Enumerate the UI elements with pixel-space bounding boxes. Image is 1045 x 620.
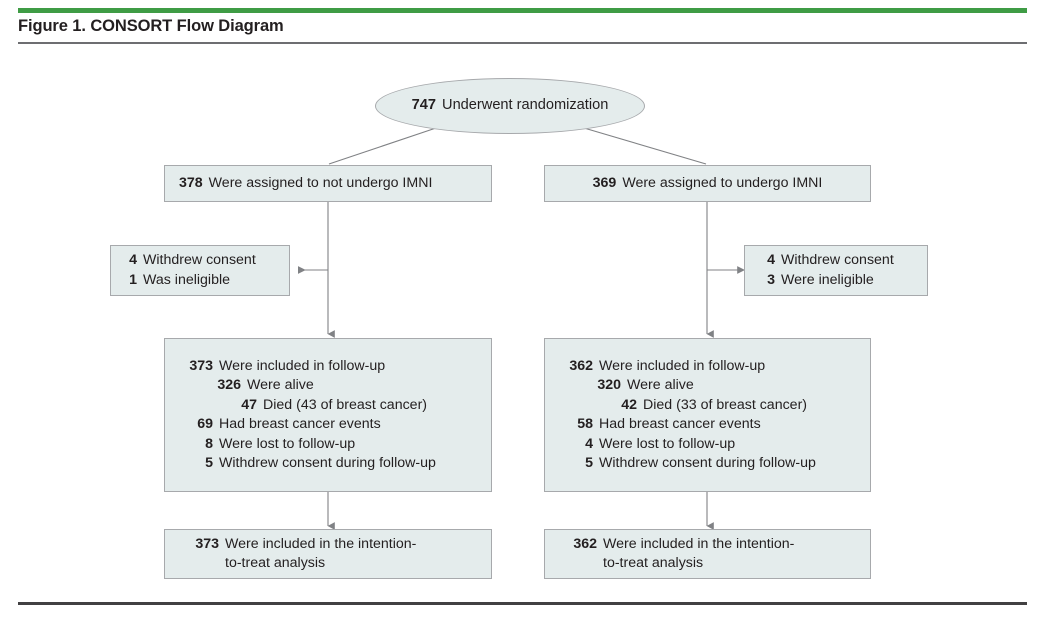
- node-right-assigned: 369 Were assigned to undergo IMNI: [544, 165, 871, 202]
- left-followup-count-4: 69: [197, 416, 213, 432]
- figure-title: Figure 1. CONSORT Flow Diagram: [18, 17, 284, 35]
- left-followup-label-3: Died (43 of breast cancer): [263, 396, 428, 413]
- left-analysis-label-line1: Were included in the intention-: [225, 535, 417, 552]
- right-exclusion-label-2: Were ineligible: [781, 271, 874, 288]
- node-left-analysis: 373 Were included in the intention- to-t…: [164, 529, 492, 579]
- left-exclusion-count-2: 1: [129, 271, 137, 288]
- line-randomization-to-left-arm: [328, 127, 437, 165]
- right-followup-row: 58 Had breast cancer events: [563, 415, 870, 435]
- left-followup-count-1: 373: [189, 357, 213, 374]
- node-right-exclusions: 4 Withdrew consent 3 Were ineligible: [744, 245, 928, 296]
- right-followup-count-1: 362: [569, 357, 593, 374]
- right-followup-count-5: 4: [585, 435, 593, 452]
- node-right-analysis: 362 Were included in the intention- to-t…: [544, 529, 871, 579]
- left-exclusion-label-2: Was ineligible: [143, 271, 231, 288]
- right-assigned-label: Were assigned to undergo IMNI: [622, 174, 823, 191]
- left-followup-row: 373 Were included in follow-up: [183, 357, 491, 377]
- right-analysis-label-line1: Were included in the intention-: [603, 535, 795, 552]
- node-left-exclusions: 4 Withdrew consent 1 Was ineligible: [110, 245, 290, 296]
- green-accent-rule: [18, 8, 1027, 13]
- left-followup-row: 5 Withdrew consent during follow-up: [183, 454, 491, 474]
- left-followup-label-6: Withdrew consent during follow-up: [219, 455, 436, 471]
- right-followup-count-3: 42: [621, 396, 637, 413]
- right-assigned-count: 369: [592, 174, 617, 191]
- right-exclusion-row: 3 Were ineligible: [763, 271, 927, 291]
- left-analysis-label-line2: to-treat analysis: [225, 555, 326, 571]
- right-followup-label-2: Were alive: [627, 377, 694, 393]
- line-randomization-to-right-arm: [583, 127, 707, 165]
- left-followup-row: 326 Were alive: [183, 376, 491, 396]
- left-followup-row: 69 Had breast cancer events: [183, 415, 491, 435]
- right-followup-row: 4 Were lost to follow-up: [563, 435, 870, 455]
- left-followup-count-2: 326: [217, 377, 241, 393]
- right-analysis-row: 362 Were included in the intention- to-t…: [565, 535, 870, 574]
- right-followup-count-6: 5: [585, 455, 593, 471]
- right-followup-label-4: Had breast cancer events: [599, 416, 761, 432]
- right-followup-count-4: 58: [577, 416, 593, 432]
- left-followup-label-4: Had breast cancer events: [219, 416, 381, 432]
- left-followup-count-6: 5: [205, 455, 213, 471]
- right-followup-label-3: Died (33 of breast cancer): [643, 396, 808, 413]
- randomization-count: 747: [411, 97, 437, 114]
- left-assigned-count: 378: [179, 174, 203, 191]
- left-analysis-label: Were included in the intention- to-treat…: [225, 535, 416, 574]
- right-followup-count-2: 320: [597, 377, 621, 393]
- right-analysis-count: 362: [573, 535, 597, 552]
- right-exclusion-count-1: 4: [767, 252, 775, 268]
- right-analysis-label: Were included in the intention- to-treat…: [603, 535, 794, 574]
- right-followup-row: 362 Were included in follow-up: [563, 357, 870, 377]
- left-followup-count-3: 47: [241, 396, 257, 413]
- node-left-followup: 373 Were included in follow-up 326 Were …: [164, 338, 492, 492]
- right-assigned-row: 369 Were assigned to undergo IMNI: [593, 174, 823, 194]
- right-followup-row: 5 Withdrew consent during follow-up: [563, 454, 870, 474]
- right-analysis-label-line2: to-treat analysis: [603, 555, 704, 571]
- node-right-followup: 362 Were included in follow-up 320 Were …: [544, 338, 871, 492]
- left-followup-label-2: Were alive: [247, 377, 314, 393]
- left-assigned-row: 378 Were assigned to not undergo IMNI: [179, 174, 491, 194]
- right-followup-label-1: Were included in follow-up: [599, 357, 766, 374]
- right-exclusion-count-2: 3: [767, 271, 775, 288]
- right-followup-label-5: Were lost to follow-up: [599, 435, 736, 452]
- left-followup-row: 47 Died (43 of breast cancer): [183, 396, 491, 416]
- left-followup-count-5: 8: [205, 435, 213, 452]
- left-exclusion-count-1: 4: [129, 252, 137, 268]
- left-exclusion-row: 1 Was ineligible: [125, 271, 289, 291]
- bottom-divider-rule: [18, 602, 1027, 605]
- left-exclusion-row: 4 Withdrew consent: [125, 251, 289, 271]
- right-followup-label-6: Withdrew consent during follow-up: [599, 455, 816, 471]
- right-followup-row: 42 Died (33 of breast cancer): [563, 396, 870, 416]
- left-analysis-row: 373 Were included in the intention- to-t…: [187, 535, 491, 574]
- title-divider-rule: [18, 42, 1027, 44]
- right-exclusion-label-1: Withdrew consent: [781, 252, 894, 268]
- left-followup-row: 8 Were lost to follow-up: [183, 435, 491, 455]
- left-analysis-count: 373: [195, 535, 219, 552]
- left-exclusion-label-1: Withdrew consent: [143, 252, 256, 268]
- right-followup-row: 320 Were alive: [563, 376, 870, 396]
- randomization-label: Underwent randomization: [442, 97, 609, 114]
- node-left-assigned: 378 Were assigned to not undergo IMNI: [164, 165, 492, 202]
- left-assigned-label: Were assigned to not undergo IMNI: [208, 174, 433, 191]
- node-randomization: 747 Underwent randomization: [375, 78, 645, 134]
- left-followup-label-5: Were lost to follow-up: [219, 435, 356, 452]
- randomization-row: 747 Underwent randomization: [412, 96, 609, 116]
- right-exclusion-row: 4 Withdrew consent: [763, 251, 927, 271]
- left-followup-label-1: Were included in follow-up: [219, 357, 386, 374]
